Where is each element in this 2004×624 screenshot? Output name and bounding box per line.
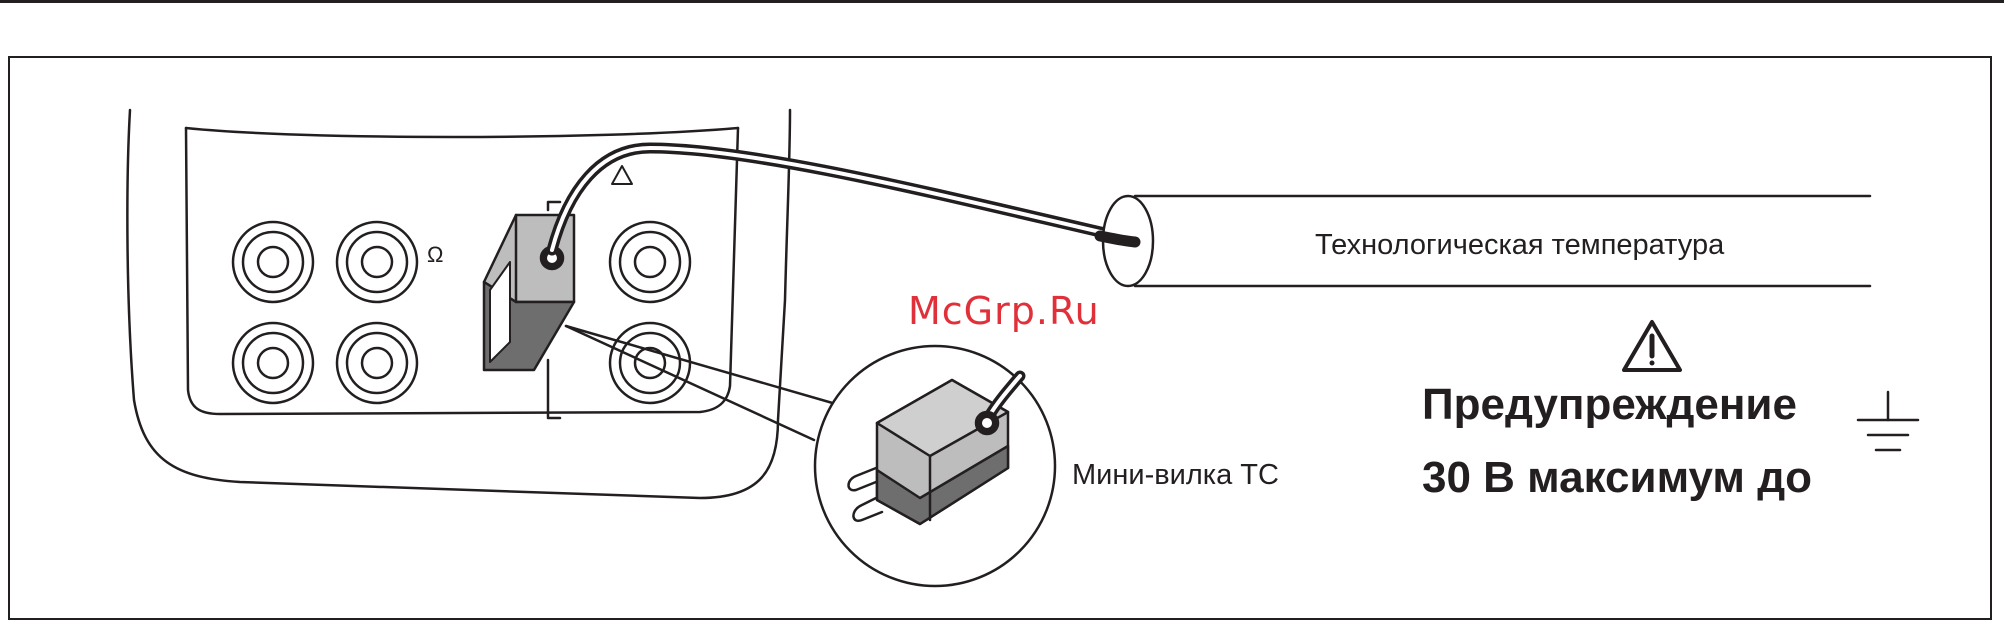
mini-plug-label: Мини-вилка TC xyxy=(1072,459,1279,492)
magnified-plug-detail xyxy=(815,346,1055,586)
ohm-symbol-label: Ω xyxy=(427,242,443,268)
watermark-text: McGrp.Ru xyxy=(908,289,1100,333)
warning-voltage: 30 В максимум до xyxy=(1422,453,1812,503)
warning-title: Предупреждение xyxy=(1422,380,1797,430)
jack-5 xyxy=(610,222,690,302)
warning-triangle-icon xyxy=(1624,322,1680,370)
bracket-bottom xyxy=(548,360,560,418)
jack-6 xyxy=(610,323,690,403)
jack-1 xyxy=(233,222,313,302)
input-jacks xyxy=(233,222,690,403)
bracket-top xyxy=(548,202,560,210)
jack-3 xyxy=(233,323,313,403)
calibrator-body xyxy=(127,110,790,498)
jack-4 xyxy=(337,323,417,403)
callout-line-lower xyxy=(566,326,814,440)
callout-line-upper xyxy=(566,326,836,404)
ground-symbol-icon xyxy=(1858,392,1918,450)
process-temperature-label: Технологическая температура xyxy=(1315,229,1724,262)
small-triangle-mark xyxy=(612,166,632,184)
jack-2 xyxy=(337,222,417,302)
